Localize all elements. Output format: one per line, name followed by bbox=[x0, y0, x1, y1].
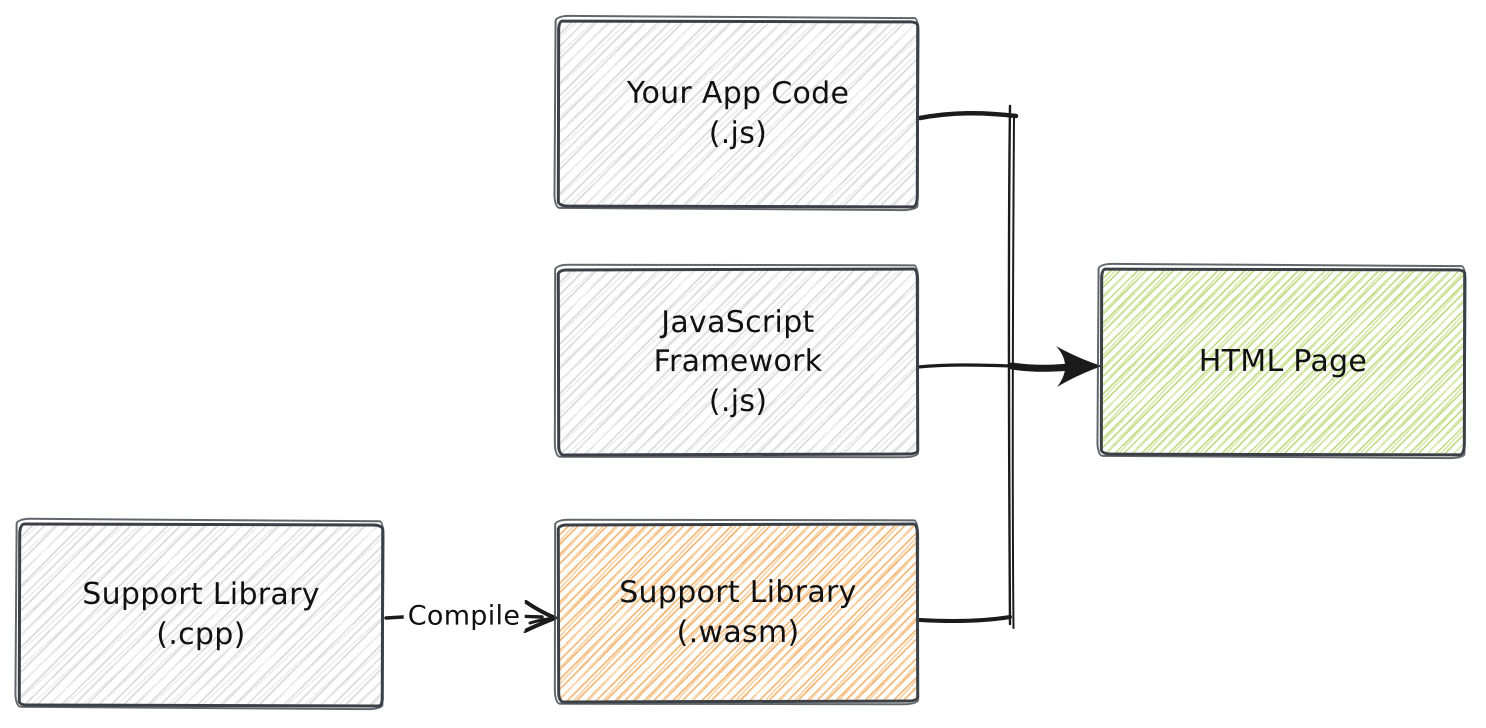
node-javascript-framework: JavaScript Framework (.js) bbox=[556, 267, 920, 457]
node-your-app-code: Your App Code (.js) bbox=[556, 19, 920, 209]
node-label-line: Framework bbox=[653, 343, 823, 380]
edge-framework-to-trunk bbox=[916, 363, 1014, 369]
node-label-line: (.js) bbox=[708, 115, 768, 152]
node-label-line: (.js) bbox=[708, 383, 768, 419]
node-support-library-wasm: Support Library (.wasm) bbox=[556, 522, 920, 704]
node-support-library-cpp: Support Library (.cpp) bbox=[17, 522, 385, 708]
node-label-line: (.cpp) bbox=[156, 616, 246, 653]
arrowhead-compile-tick-icon bbox=[528, 616, 556, 625]
node-label-line: (.wasm) bbox=[676, 614, 800, 651]
node-label-line: JavaScript bbox=[661, 304, 815, 340]
edge-trunk-vertical-overstroke bbox=[1011, 115, 1015, 629]
node-label-line: Support Library bbox=[619, 575, 857, 611]
node-label-line: Support Library bbox=[82, 577, 320, 613]
edge-wasm-to-trunk bbox=[918, 615, 1012, 623]
node-label-line: HTML Page bbox=[1198, 344, 1368, 380]
node-support-library-cpp-label: Support Library (.cpp) bbox=[82, 575, 320, 655]
edge-label-compile: Compile bbox=[403, 600, 525, 632]
node-support-library-wasm-label: Support Library (.wasm) bbox=[619, 573, 857, 653]
node-html-page: HTML Page bbox=[1099, 267, 1467, 457]
arrowhead-htmlpage-icon bbox=[1056, 346, 1102, 387]
node-your-app-code-label: Your App Code (.js) bbox=[627, 74, 850, 154]
edge-trunk-vertical bbox=[1007, 104, 1012, 626]
node-javascript-framework-label: JavaScript Framework (.js) bbox=[653, 302, 823, 421]
edge-appcode-to-trunk bbox=[917, 110, 1019, 121]
node-html-page-label: HTML Page bbox=[1199, 342, 1367, 382]
node-label-line: Your App Code bbox=[626, 76, 850, 112]
